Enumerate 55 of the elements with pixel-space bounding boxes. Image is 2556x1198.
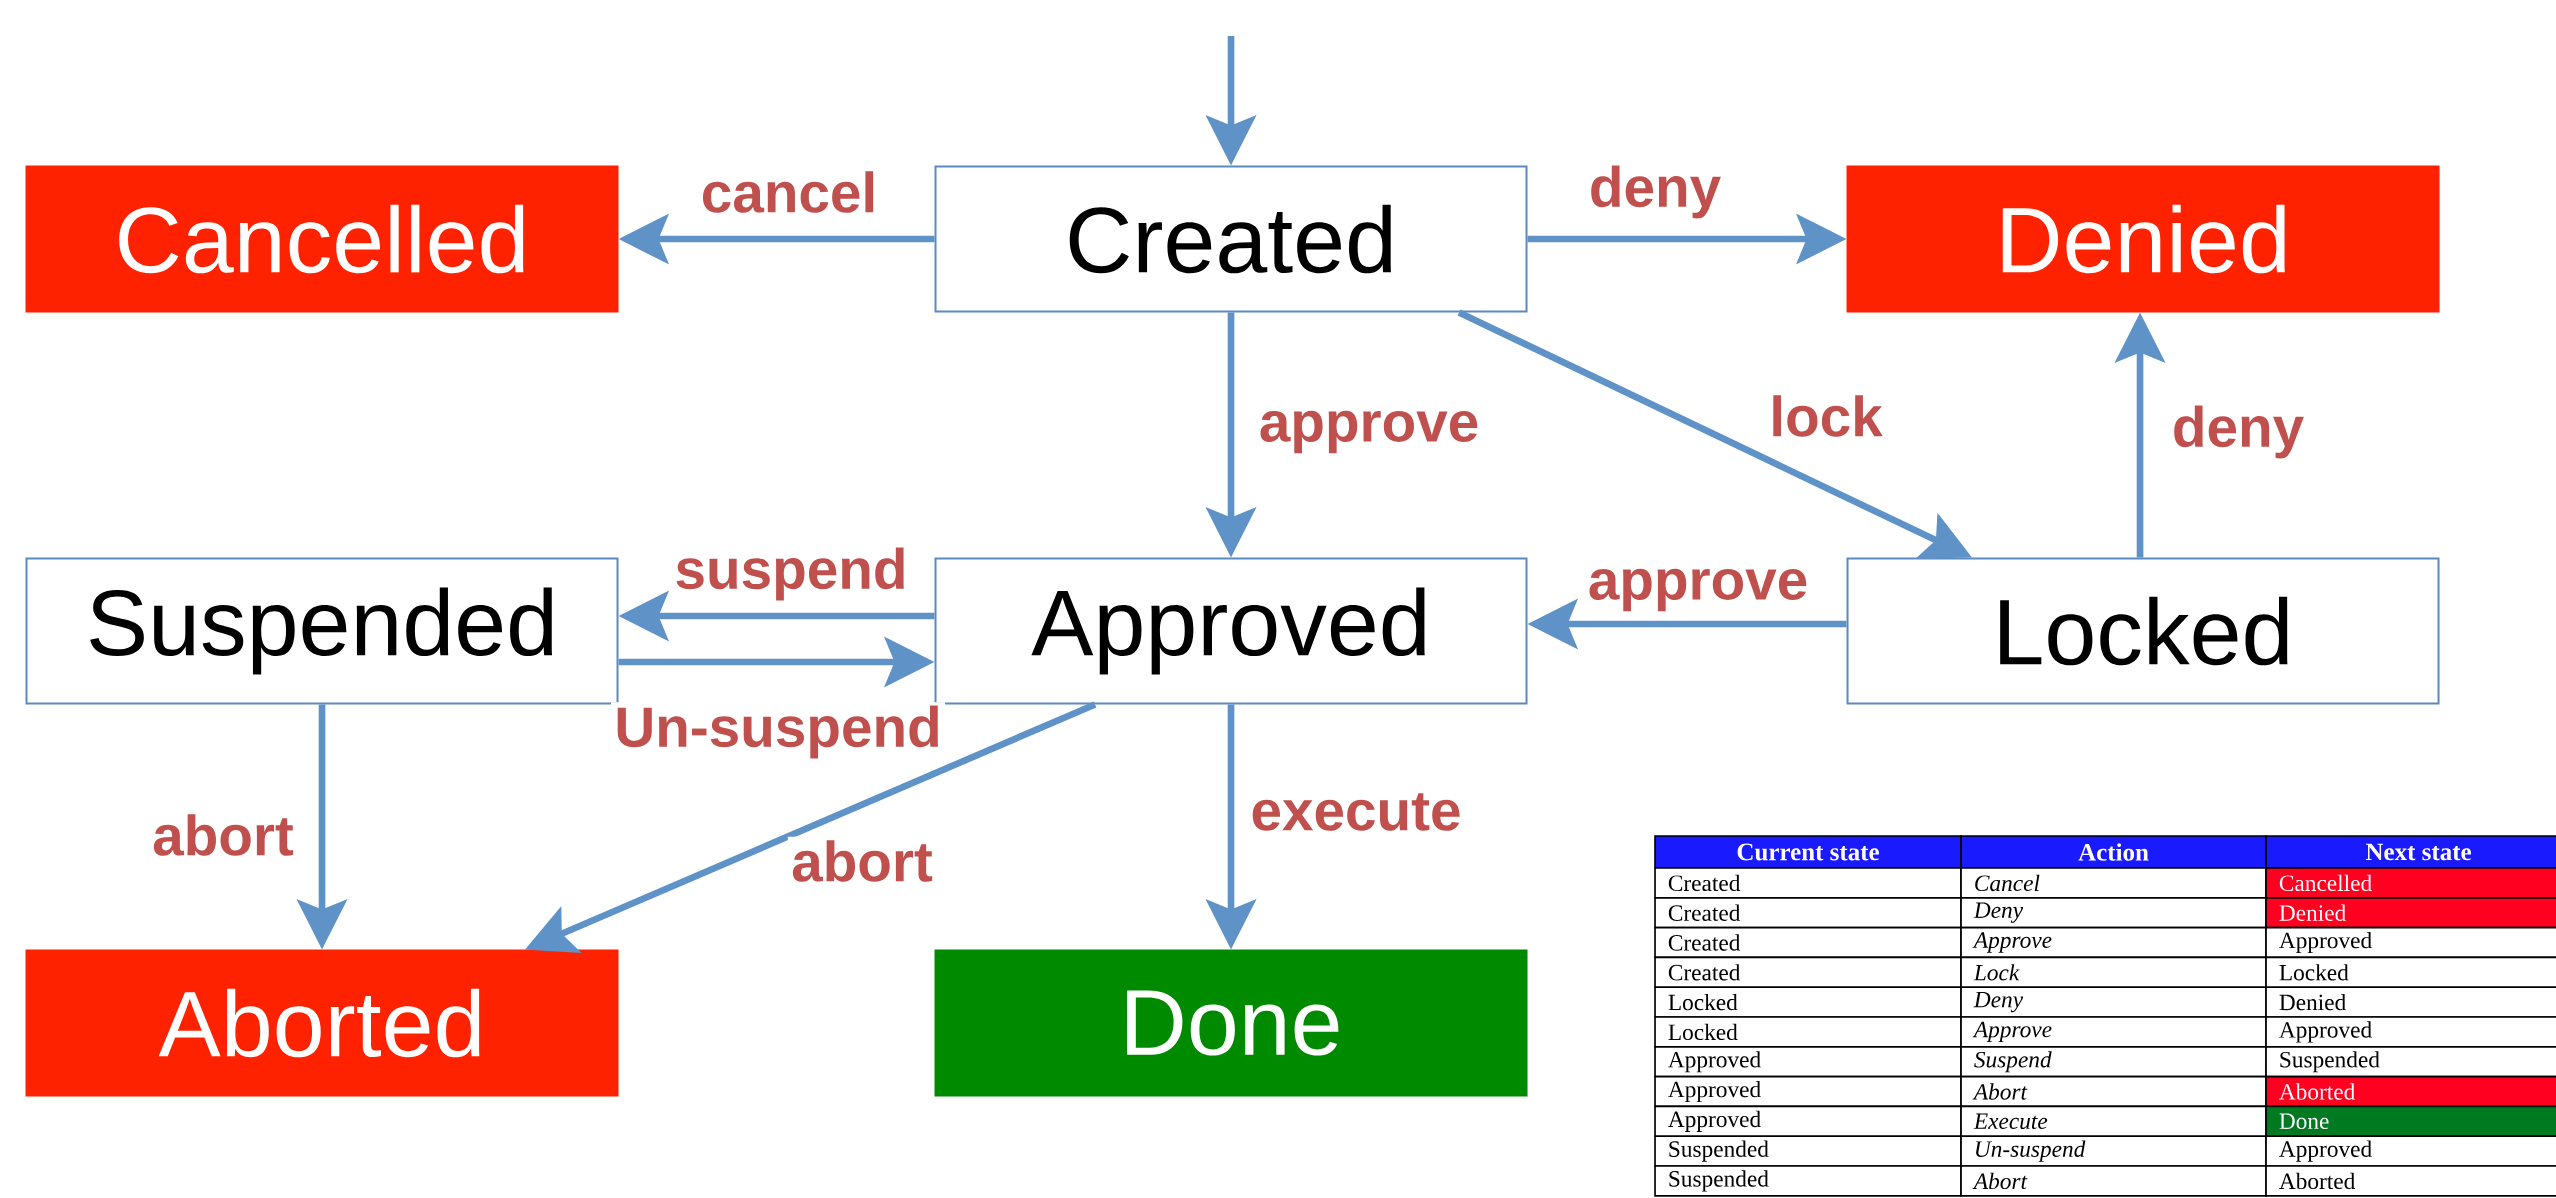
edge-label: Un-suspend xyxy=(611,702,946,762)
edge-label: execute xyxy=(1247,789,1465,835)
state-box: Approved xyxy=(934,557,1528,705)
table-cell: Created xyxy=(1654,896,1962,929)
table-cell: Approved xyxy=(1654,1075,1962,1108)
state-box: Aborted xyxy=(25,949,619,1097)
table-cell: Aborted xyxy=(2265,1075,2556,1108)
header-cell: Next state xyxy=(2265,835,2556,869)
table-cell: Approved xyxy=(2265,1016,2556,1048)
table-cell: Abort xyxy=(1960,1075,2267,1108)
table-cell: Suspended xyxy=(1654,1135,1962,1167)
table-cell: Execute xyxy=(1960,1105,2267,1138)
table-cell: Deny xyxy=(1960,986,2267,1018)
edge-label: abort xyxy=(148,810,298,860)
table-cell: Created xyxy=(1654,867,1962,899)
edge-label: approve xyxy=(1584,565,1812,615)
edge-label: cancel xyxy=(697,167,881,217)
edge-label: deny xyxy=(1585,162,1725,222)
edge-label: lock xyxy=(1766,391,1887,441)
table-cell: Lock xyxy=(1960,956,2267,989)
state-box: Suspended xyxy=(25,557,619,705)
table-cell: Deny xyxy=(1960,896,2267,929)
table-cell: Aborted xyxy=(2265,1165,2556,1197)
table-cell: Abort xyxy=(1960,1165,2267,1197)
edge-label: suspend xyxy=(671,544,911,604)
table-cell: Done xyxy=(2265,1105,2556,1138)
state-box: Done xyxy=(934,949,1528,1097)
table-cell: Locked xyxy=(1654,986,1962,1018)
header-cell: Current state xyxy=(1654,835,1962,869)
table-cell: Approve xyxy=(1960,1016,2267,1048)
table-cell: Denied xyxy=(2265,986,2556,1018)
table-cell: Cancel xyxy=(1960,867,2267,899)
table-cell: Approved xyxy=(2265,1135,2556,1167)
table-cell: Suspended xyxy=(1654,1165,1962,1197)
state-box: Denied xyxy=(1846,165,2440,313)
state-box: Created xyxy=(934,165,1528,313)
table-cell: Suspended xyxy=(2265,1045,2556,1078)
table-cell: Un-suspend xyxy=(1960,1135,2267,1167)
table-cell: Approved xyxy=(2265,926,2556,959)
table-cell: Approved xyxy=(1654,1105,1962,1138)
edge-label: approve xyxy=(1255,407,1483,457)
table-cell: Created xyxy=(1654,956,1962,989)
edge-label: abort xyxy=(787,836,937,886)
table-cell: Approved xyxy=(1654,1045,1962,1078)
table-cell: Locked xyxy=(2265,956,2556,989)
table-cell: Cancelled xyxy=(2265,867,2556,899)
table-cell: Locked xyxy=(1654,1016,1962,1048)
edge-label: deny xyxy=(2168,402,2308,462)
table-cell: Approve xyxy=(1960,926,2267,959)
table-cell: Denied xyxy=(2265,896,2556,929)
table-cell: Suspend xyxy=(1960,1045,2267,1078)
state-box: Locked xyxy=(1846,557,2440,705)
header-cell: Action xyxy=(1960,835,2267,869)
table-cell: Created xyxy=(1654,926,1962,959)
state-box: Cancelled xyxy=(25,165,619,313)
